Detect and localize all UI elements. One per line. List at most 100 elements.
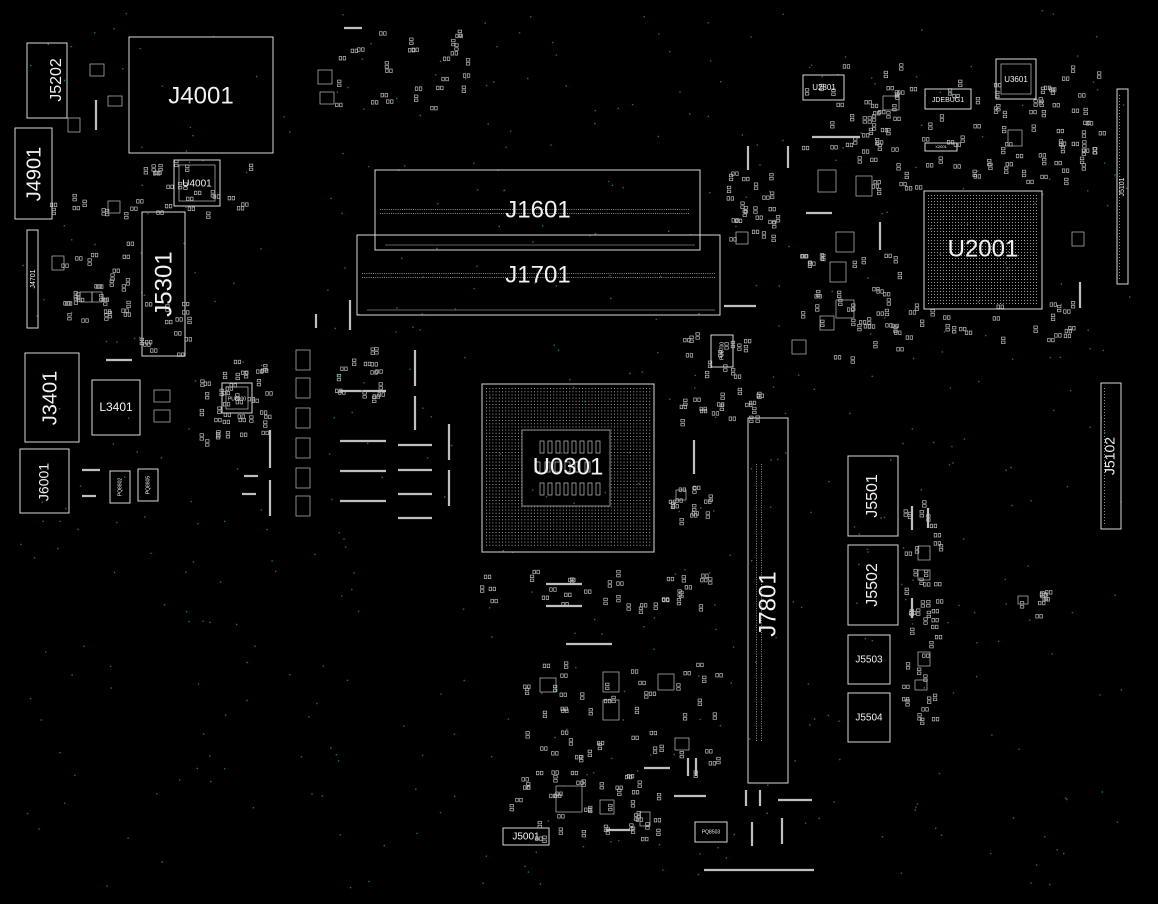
smd-pad bbox=[1042, 600, 1046, 606]
smd-pad bbox=[850, 114, 855, 118]
j5001-outline bbox=[502, 827, 550, 846]
smd-pad bbox=[103, 309, 108, 314]
smd-pad bbox=[892, 104, 897, 108]
j4001-outline bbox=[128, 36, 274, 154]
smd-pad bbox=[143, 167, 148, 171]
smd-pad bbox=[721, 402, 725, 407]
smd-pad bbox=[1042, 162, 1047, 166]
smd-pad bbox=[850, 118, 855, 122]
smd-pad bbox=[766, 195, 770, 200]
smd-pad bbox=[125, 278, 131, 282]
smd-pad bbox=[735, 171, 739, 176]
smd-pad bbox=[975, 101, 981, 105]
smd-pad bbox=[1004, 166, 1009, 170]
smd-pad bbox=[140, 199, 144, 204]
smd-pad bbox=[644, 691, 649, 695]
smd-pad bbox=[575, 755, 579, 760]
smd-pad bbox=[633, 813, 639, 817]
smd-pad bbox=[636, 811, 641, 815]
smd-pad bbox=[743, 206, 749, 210]
smd-pad bbox=[1001, 336, 1006, 340]
smd-pad bbox=[247, 397, 251, 402]
smd-pad bbox=[653, 606, 658, 610]
smd-pad bbox=[935, 618, 939, 623]
smd-pad bbox=[695, 511, 699, 516]
smd-pad bbox=[857, 156, 862, 160]
smd-pad bbox=[740, 205, 745, 209]
smd-pad bbox=[751, 229, 756, 234]
smd-pad bbox=[1015, 153, 1020, 159]
smd-pad bbox=[539, 836, 543, 841]
smd-pad bbox=[891, 147, 895, 152]
smd-pad bbox=[434, 106, 438, 111]
smd-pad bbox=[704, 578, 708, 583]
smd-pad bbox=[698, 608, 704, 612]
smd-pad bbox=[683, 338, 687, 343]
smd-pad bbox=[707, 360, 713, 364]
smd-pad bbox=[905, 699, 910, 703]
smd-pad bbox=[884, 127, 889, 133]
smd-pad bbox=[938, 160, 943, 164]
smd-pad bbox=[838, 298, 843, 302]
smd-pad bbox=[337, 83, 342, 87]
smd-pad bbox=[665, 597, 670, 602]
smd-pad bbox=[263, 420, 268, 424]
smd-pad bbox=[886, 86, 890, 91]
smd-pad bbox=[930, 309, 935, 313]
smd-pad bbox=[123, 312, 127, 317]
smd-pad bbox=[718, 354, 723, 358]
smd-pad bbox=[200, 379, 205, 383]
smd-pad bbox=[683, 398, 688, 402]
smd-pad bbox=[457, 29, 462, 33]
smd-pad bbox=[166, 184, 170, 189]
smd-pad bbox=[884, 312, 890, 317]
smd-pad bbox=[581, 830, 586, 834]
smd-pad bbox=[899, 63, 904, 67]
smd-pad bbox=[807, 260, 813, 264]
pu8000-outline bbox=[221, 382, 253, 414]
smd-pad bbox=[659, 748, 664, 752]
smd-pad bbox=[682, 713, 688, 717]
j5301-outline bbox=[141, 211, 186, 357]
j5101-label: J5101 bbox=[1119, 177, 1126, 196]
smd-pad bbox=[656, 828, 661, 832]
smd-pad bbox=[919, 577, 924, 581]
smd-pad bbox=[888, 253, 892, 258]
smd-pad bbox=[379, 31, 383, 36]
smd-pad bbox=[245, 370, 249, 375]
smd-pad bbox=[649, 730, 653, 736]
smd-pad bbox=[130, 206, 134, 211]
smd-pad bbox=[205, 443, 210, 447]
smd-pad bbox=[933, 523, 938, 529]
smd-pad bbox=[693, 774, 698, 778]
smd-pad bbox=[679, 498, 683, 503]
smd-pad bbox=[638, 610, 644, 614]
smd-pad bbox=[188, 337, 192, 342]
j5504-outline bbox=[847, 692, 891, 743]
component-body bbox=[674, 737, 690, 751]
smd-pad bbox=[225, 435, 231, 439]
smd-pad bbox=[902, 697, 906, 702]
smd-pad bbox=[549, 587, 553, 592]
smd-pad bbox=[542, 714, 548, 718]
dimm-pin-row bbox=[362, 277, 715, 278]
smd-pad bbox=[206, 211, 211, 215]
smd-pad bbox=[1097, 75, 1102, 79]
smd-pad bbox=[175, 317, 179, 322]
smd-pad bbox=[90, 252, 95, 258]
smd-pad bbox=[1047, 337, 1051, 343]
smd-pad bbox=[729, 237, 733, 242]
smd-pad bbox=[910, 631, 915, 635]
smd-pad bbox=[909, 87, 914, 92]
smd-pad bbox=[940, 599, 944, 604]
jdebug1-outline bbox=[924, 88, 972, 110]
smd-pad bbox=[371, 100, 375, 105]
smd-pad bbox=[959, 326, 963, 332]
smd-pad bbox=[225, 431, 231, 435]
smd-pad bbox=[357, 47, 361, 52]
smd-pad bbox=[1081, 167, 1086, 171]
smd-pad bbox=[1001, 340, 1006, 344]
smd-pad bbox=[145, 340, 149, 345]
smd-pad bbox=[834, 145, 838, 150]
smd-pad bbox=[945, 324, 950, 328]
